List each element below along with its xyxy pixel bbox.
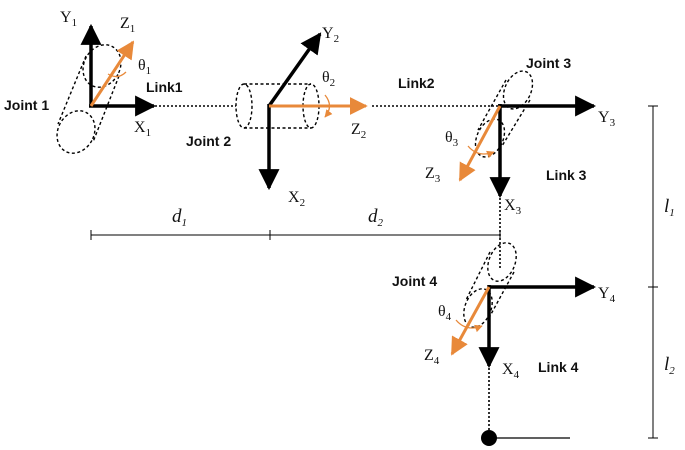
z3-label: Z3: [425, 165, 441, 185]
joint-1-label: Joint 1: [4, 97, 49, 113]
z3-axis: [458, 105, 502, 182]
z1-axis: [89, 40, 135, 107]
theta2-rotation-arrow: [324, 94, 333, 118]
x3-label: X3: [504, 197, 522, 217]
joint-2-label: Joint 2: [186, 133, 231, 149]
joint-3-cylinder: [474, 70, 534, 158]
joint-1-group: [56, 23, 157, 154]
y2-axis: [267, 32, 322, 108]
d-dimension-line: [90, 230, 501, 240]
theta2-label: θ2: [322, 69, 335, 89]
y2-label: Y2: [322, 25, 339, 45]
joint-2-group: [235, 32, 368, 191]
y4-label: Y4: [598, 285, 616, 305]
l-dimension-line: [648, 105, 658, 439]
l1-label: l1: [664, 196, 675, 219]
link-1-label: Link1: [146, 79, 183, 95]
link-2-label: Link2: [398, 75, 435, 91]
theta1-rotation-arrow: [107, 71, 127, 78]
link-3-label: Link 3: [546, 167, 587, 183]
l2-label: l2: [664, 354, 675, 377]
x4-label: X4: [502, 361, 520, 381]
z4-label: Z4: [424, 347, 440, 367]
joint-4-label: Joint 4: [392, 273, 437, 289]
z1-label: Z1: [120, 15, 135, 35]
joint-4-group: [450, 242, 597, 369]
link-4-label: Link 4: [538, 359, 579, 375]
joint-3-label: Joint 3: [526, 55, 571, 71]
d1-label: d1: [172, 206, 187, 229]
z4-axis: [450, 286, 491, 356]
theta4-label: θ4: [438, 303, 452, 323]
y3-label: Y3: [598, 109, 616, 129]
d2-label: d2: [368, 206, 384, 229]
theta3-rotation-arrow: [467, 145, 495, 159]
theta4-rotation-arrow: [455, 319, 483, 333]
theta3-label: θ3: [445, 129, 459, 149]
joint-1-cylinder: [56, 44, 122, 154]
x1-label: X1: [134, 119, 151, 139]
x2-label: X2: [288, 189, 305, 209]
z2-label: Z2: [351, 121, 366, 141]
theta1-label: θ1: [138, 57, 151, 77]
y1-label: Y1: [60, 9, 77, 29]
